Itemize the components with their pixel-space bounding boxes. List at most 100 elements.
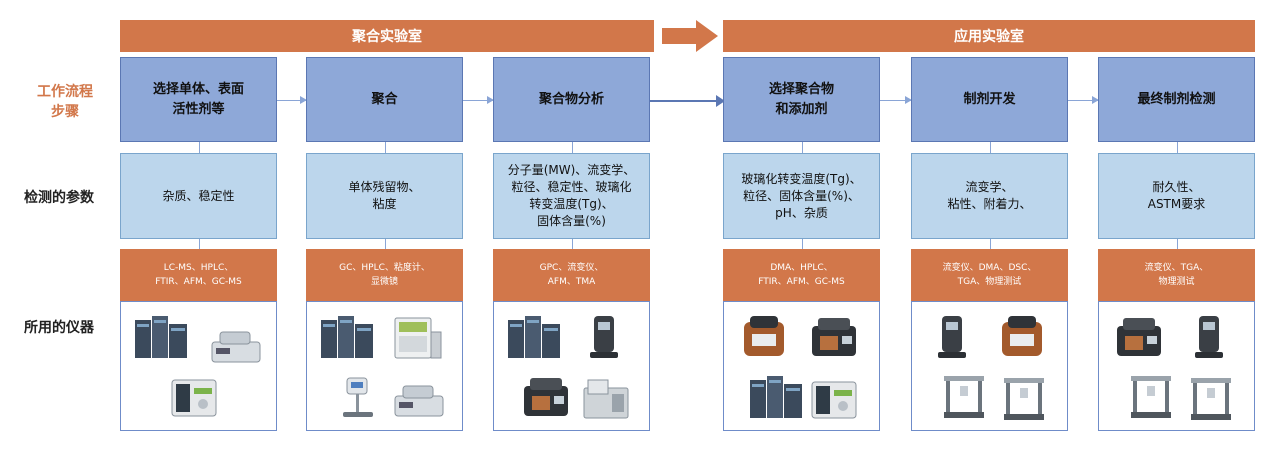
text-line: GPC、流变仪、: [539, 263, 604, 273]
params-box: 耐久性、 ASTM要求: [1098, 153, 1255, 239]
banner-polymer-lab: 聚合实验室: [120, 20, 654, 52]
params-box: 流变学、粘性、附着力、: [911, 153, 1068, 239]
connector-step-param: [384, 142, 386, 153]
text-line: 活性剂等: [172, 101, 225, 117]
text-line: 杂质、稳定性: [162, 188, 235, 203]
text-line: AFM、TMA: [547, 277, 596, 287]
params-box: 分子量(MW)、流变学、粒径、稳定性、玻璃化转变温度(Tg)、固体含量(%): [493, 153, 650, 239]
row-label-workflow: 工作流程 步骤: [37, 84, 93, 120]
ms-instrument-icon: [811, 381, 857, 419]
text-line: DMA、HPLC、: [770, 263, 833, 273]
text-line: 分子量(MW)、流变学、: [507, 163, 636, 177]
params-box: 玻璃化转变温度(Tg)、粒径、固体含量(%)、pH、杂质: [723, 153, 880, 239]
dsc-instrument-icon: [744, 316, 784, 356]
text-line: 选择聚合物: [768, 81, 834, 97]
text-line: 流变仪、DMA、DSC、: [942, 263, 1037, 273]
text-line: TGA、物理测试: [957, 277, 1022, 287]
connector-param-instr: [1176, 239, 1178, 249]
test-frame-icon: [1191, 378, 1231, 420]
text-line: 显微镜: [370, 277, 398, 287]
stage-connector-arrow: [650, 94, 725, 107]
instruments-box: GPC、流变仪、 AFM、TMA: [493, 249, 650, 301]
text-line: 粒径、稳定性、玻璃化: [511, 180, 632, 194]
benchtop-system-icon: [321, 316, 373, 358]
ms-instrument-icon: [171, 379, 217, 417]
rheometer-icon: [590, 316, 618, 358]
connector-step-param: [801, 142, 803, 153]
text-line: 粘度: [372, 197, 397, 211]
instrument-images-box: [723, 301, 880, 431]
text-line: 聚合物分析: [538, 91, 604, 107]
rheometer-icon: [1195, 316, 1223, 358]
text-line: 粒径、固体含量(%)、: [743, 188, 860, 203]
instruments-box: DMA、HPLC、 FTIR、AFM、GC-MS: [723, 249, 880, 301]
dsc-instrument-icon: [1002, 316, 1042, 356]
connector-step-param: [198, 142, 200, 153]
benchtop-system-icon: [750, 376, 802, 418]
step-connector-arrow: [277, 95, 307, 104]
params-box: 单体残留物、粘度: [306, 153, 463, 239]
workflow-step-box: 选择聚合物和添加剂: [723, 57, 880, 142]
workflow-step-box: 聚合物分析: [493, 57, 650, 142]
connector-param-instr: [198, 239, 200, 249]
text-line: 制剂开发: [963, 91, 1016, 107]
text-line: 固体含量(%): [537, 214, 606, 228]
row-label-instruments: 所用的仪器: [24, 320, 94, 336]
text-line: 流变学、: [965, 180, 1014, 194]
text-line: 选择单体、表面: [152, 81, 244, 97]
banner-application-lab: 应用实验室: [723, 20, 1255, 52]
text-line: 耐久性、: [1152, 180, 1201, 194]
analyzer-icon: [211, 331, 261, 363]
test-frame-icon: [1131, 376, 1171, 418]
connector-param-instr: [384, 239, 386, 249]
instrument-images-box: [306, 301, 463, 431]
dma-instrument-icon: [812, 318, 856, 356]
step-connector-arrow: [1068, 95, 1099, 104]
instruments-box: 流变仪、DMA、DSC、 TGA、物理测试: [911, 249, 1068, 301]
test-frame-icon: [944, 376, 984, 418]
row-label-params: 检测的参数: [24, 190, 94, 206]
benchtop-system-icon: [135, 316, 187, 358]
instruments-box: GC、HPLC、粘度计、显微镜: [306, 249, 463, 301]
text-line: 聚合: [371, 91, 398, 107]
workflow-step-box: 聚合: [306, 57, 463, 142]
viscometer-icon: [343, 377, 373, 417]
text-line: ASTM要求: [1147, 197, 1206, 211]
instrument-images-box: [1098, 301, 1255, 431]
text-line: FTIR、AFM、GC-MS: [758, 277, 845, 287]
dma-instrument-icon: [524, 378, 568, 416]
step-connector-arrow: [880, 95, 912, 104]
connector-param-instr: [989, 239, 991, 249]
text-line: 粘性、附着力、: [947, 197, 1032, 211]
tma-instrument-icon: [583, 379, 629, 419]
instrument-images-box: [493, 301, 650, 431]
text-line: 最终制剂检测: [1137, 91, 1216, 107]
benchtop-system-icon: [508, 316, 560, 358]
connector-step-param: [989, 142, 991, 153]
connector-step-param: [1176, 142, 1178, 153]
text-line: FTIR、AFM、GC-MS: [155, 277, 242, 287]
instruments-box: LC-MS、HPLC、 FTIR、AFM、GC-MS: [120, 249, 277, 301]
instrument-images-box: [911, 301, 1068, 431]
text-line: 流变仪、TGA、: [1144, 263, 1209, 273]
text-line: LC-MS、HPLC、: [163, 263, 234, 273]
rheometer-icon: [938, 316, 966, 358]
text-line: 物理测试: [1158, 277, 1195, 287]
dma-instrument-icon: [1117, 318, 1161, 356]
text-line: 单体残留物、: [348, 180, 421, 194]
step-connector-arrow: [463, 95, 494, 104]
connector-step-param: [571, 142, 573, 153]
analyzer-icon: [394, 385, 444, 417]
params-box: 杂质、稳定性: [120, 153, 277, 239]
text-line: 转变温度(Tg)、: [529, 197, 614, 211]
text-line: 和添加剂: [775, 101, 828, 117]
text-line: GC、HPLC、粘度计、: [339, 263, 430, 273]
connector-param-instr: [801, 239, 803, 249]
instruments-box: 流变仪、TGA、物理测试: [1098, 249, 1255, 301]
text-line: 玻璃化转变温度(Tg)、: [741, 171, 862, 186]
workflow-step-box: 最终制剂检测: [1098, 57, 1255, 142]
stage-arrow-icon: [662, 20, 718, 52]
workflow-step-box: 选择单体、表面活性剂等: [120, 57, 277, 142]
workflow-step-box: 制剂开发: [911, 57, 1068, 142]
test-frame-icon: [1004, 378, 1044, 420]
